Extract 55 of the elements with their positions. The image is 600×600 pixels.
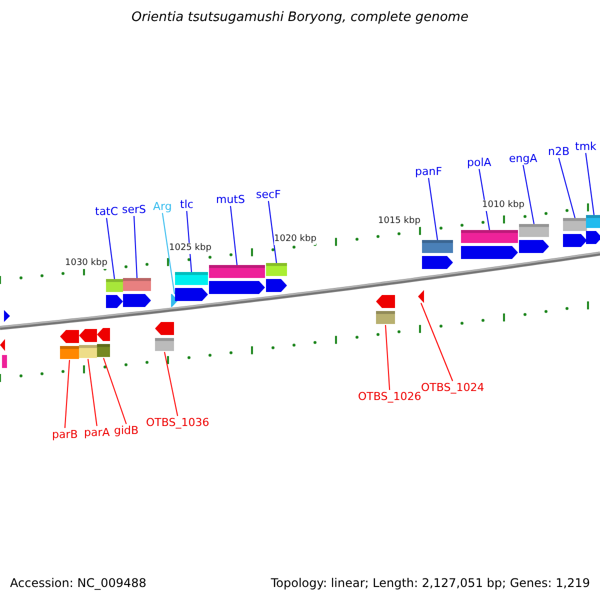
leader-line bbox=[134, 216, 138, 278]
gene-drawing bbox=[106, 279, 123, 309]
gene-label: Arg bbox=[153, 200, 172, 213]
gene-label: tmk bbox=[575, 140, 596, 153]
gene-drawing bbox=[563, 218, 587, 248]
gene-drawing bbox=[461, 230, 518, 260]
leader-line bbox=[585, 152, 594, 216]
gene-label: serS bbox=[122, 203, 146, 216]
gene-drawing bbox=[209, 265, 265, 295]
leader-line bbox=[558, 158, 576, 218]
gene-drawing bbox=[155, 322, 174, 352]
leader-line bbox=[420, 302, 454, 382]
gene-drawing bbox=[586, 215, 600, 245]
footer-text: Topology: linear; Length: 2,127,051 bp; Genes: 1,219 bbox=[270, 576, 590, 590]
gene-label: OTBS_1024 bbox=[421, 381, 484, 394]
leader-line bbox=[164, 352, 178, 416]
gene-label: OTBS_1026 bbox=[358, 390, 422, 403]
gene-label: parB bbox=[52, 428, 78, 441]
leader-line bbox=[162, 212, 175, 294]
gene-drawing bbox=[175, 272, 208, 302]
gene-label: gidB bbox=[114, 424, 139, 437]
gene-label: polA bbox=[467, 156, 492, 169]
scale-label: 1015 kbp bbox=[378, 216, 420, 227]
scale-label: 1020 kbp bbox=[274, 234, 316, 245]
gene-drawing bbox=[79, 329, 97, 359]
gene-drawing bbox=[422, 240, 453, 270]
gene-label: engA bbox=[509, 152, 538, 165]
leader-line bbox=[88, 358, 98, 426]
gene-label: mutS bbox=[216, 193, 245, 206]
title: Orientia tsutsugamushi Boryong, complete genome bbox=[130, 10, 470, 25]
gene-drawing bbox=[519, 224, 549, 254]
footer-text: Accession: NC_009488 bbox=[10, 576, 146, 590]
gene-drawing bbox=[376, 295, 395, 325]
leader-line bbox=[385, 324, 390, 390]
gene-label: panF bbox=[415, 165, 442, 178]
gene-drawing bbox=[266, 263, 287, 293]
gene-drawing bbox=[123, 278, 151, 308]
leader-line bbox=[103, 358, 127, 424]
leader-line bbox=[428, 178, 438, 240]
gene-label: secF bbox=[256, 188, 281, 201]
scale-label: 1030 kbp bbox=[65, 258, 108, 269]
gene-label: OTBS_1036 bbox=[146, 416, 210, 429]
gene-label: parA bbox=[84, 426, 110, 439]
leader-line bbox=[230, 206, 238, 266]
gene-label: tlc bbox=[180, 198, 194, 211]
scale-label: 1010 kbp bbox=[482, 200, 524, 211]
leader-line bbox=[64, 360, 70, 428]
leader-line bbox=[268, 200, 277, 264]
leader-line bbox=[106, 218, 115, 280]
gene-label: tatC bbox=[95, 205, 118, 218]
gene-drawing bbox=[60, 330, 79, 360]
gene-drawing bbox=[418, 290, 424, 303]
scale-label: 1025 kbp bbox=[169, 243, 212, 254]
gene-drawing bbox=[97, 328, 110, 358]
gene-label: n2B bbox=[548, 145, 570, 158]
